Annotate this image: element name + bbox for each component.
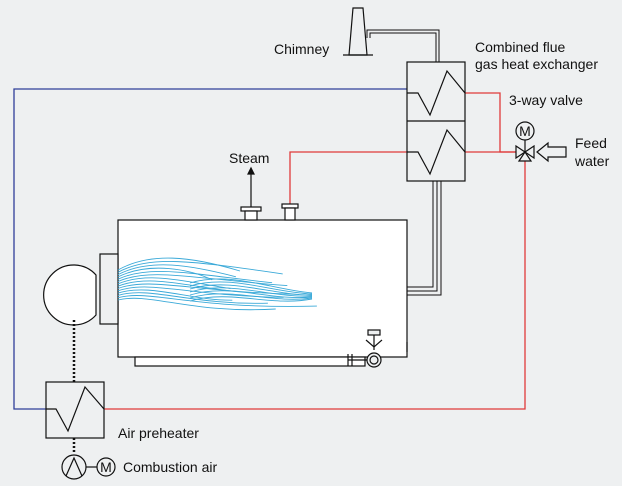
flame-strand	[117, 277, 231, 289]
flame-tip-strand	[189, 287, 313, 297]
flame-strand	[117, 297, 276, 311]
flame-strand	[117, 292, 268, 304]
flame-strand	[117, 283, 300, 295]
flame-strand	[117, 257, 241, 272]
feed-water-label-line1: Feed	[575, 135, 607, 151]
feed-water-label-line2: water	[574, 153, 610, 169]
feed-line-to-boiler	[289, 151, 407, 207]
three-way-valve[interactable]	[515, 121, 535, 162]
flame-tip-strand	[189, 293, 313, 300]
burner-flame	[117, 257, 317, 311]
flame-tip-strand	[189, 290, 313, 299]
exchanger-label-line1: Combined flue	[475, 39, 565, 55]
flame-strand	[117, 264, 237, 278]
combustion-air-fan[interactable]	[61, 454, 116, 480]
flame-strand	[117, 267, 213, 281]
feed-water-arrow	[536, 141, 567, 163]
exchanger-label-line2: gas heat exchanger	[475, 56, 598, 72]
flue-gas-duct	[366, 29, 442, 296]
air-preheater-label: Air preheater	[118, 425, 199, 441]
steam-label: Steam	[229, 150, 269, 166]
valve-motor-symbol: M	[519, 123, 531, 139]
fan-motor-symbol: M	[100, 459, 112, 475]
flame-tip-strand	[189, 284, 313, 296]
flame-strand	[117, 289, 233, 301]
flame-tip-strand	[189, 296, 313, 302]
chimney-label: Chimney	[274, 41, 329, 57]
flame-strand	[117, 295, 317, 307]
flame-tip-strand	[189, 278, 313, 294]
air-preheater	[45, 381, 105, 439]
flame-tip-strand	[189, 281, 313, 295]
flame-strand	[117, 261, 283, 275]
feed-to-preheater-line	[104, 158, 526, 410]
steam-outlet-arrow	[247, 166, 255, 207]
drain-valve[interactable]	[347, 329, 383, 368]
flame-strand	[117, 270, 273, 284]
three-way-valve-label: 3-way valve	[509, 92, 583, 108]
combustion-air-label: Combustion air	[123, 459, 217, 475]
chimney	[343, 7, 373, 56]
air-duct-line	[13, 88, 407, 410]
combined-heat-exchanger	[406, 61, 466, 182]
